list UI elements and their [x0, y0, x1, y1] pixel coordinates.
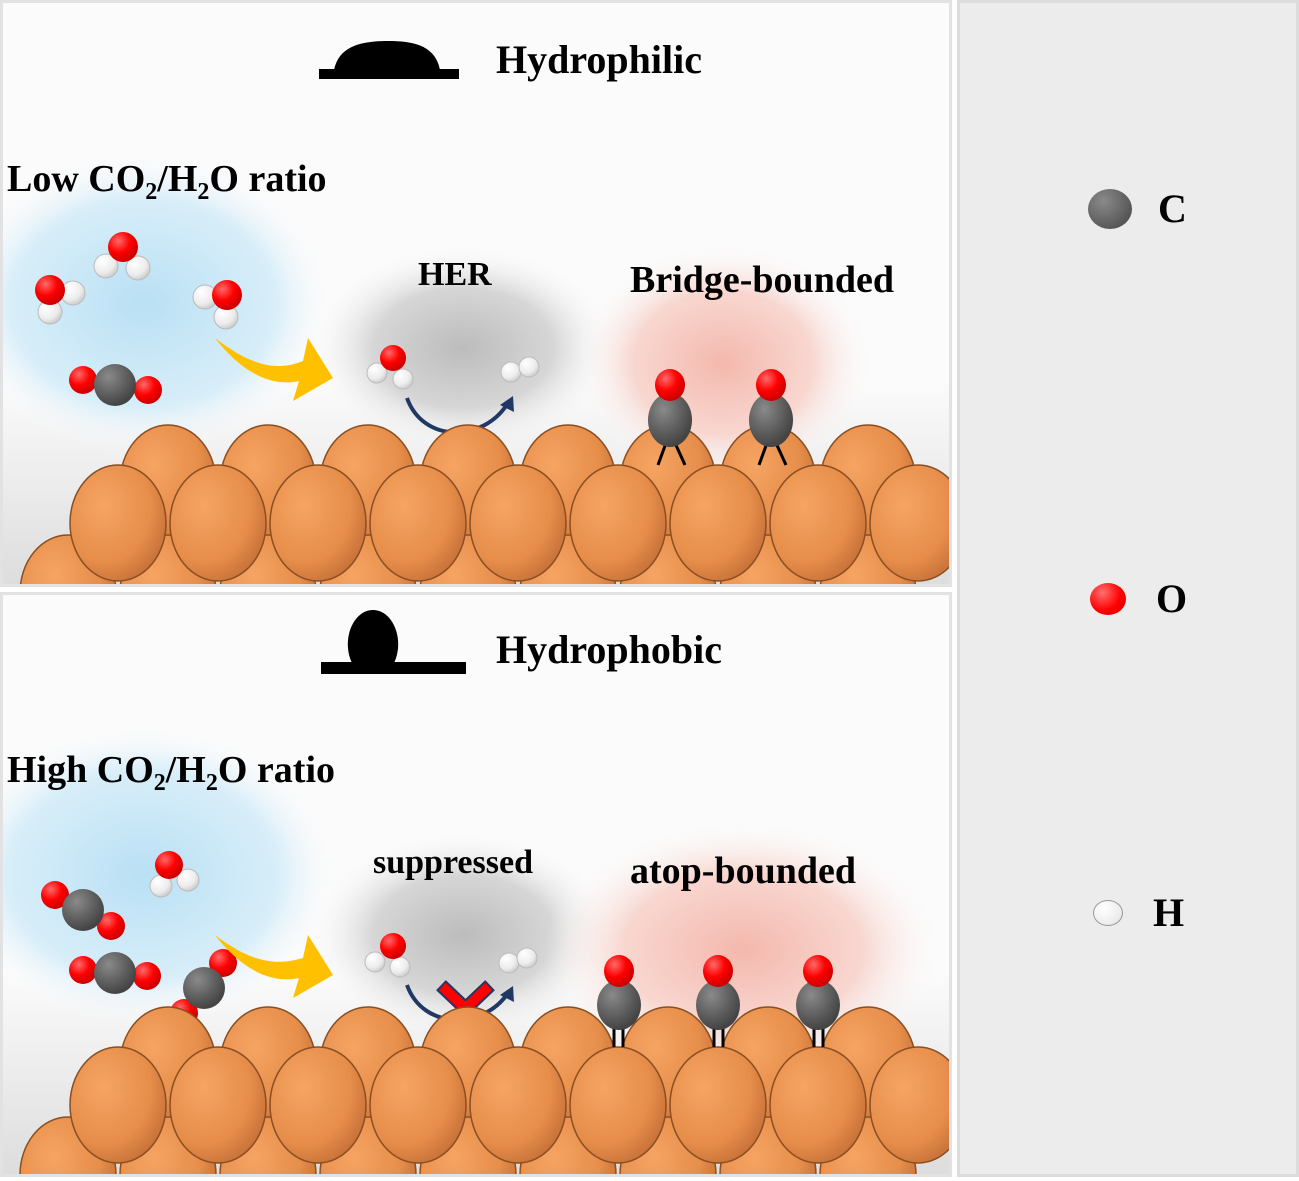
legend-item-carbon: C [1088, 185, 1187, 232]
co-bridge-adsorbate [648, 369, 692, 466]
hydrophobic-scene: Hydrophobic High CO2/H2O ratio suppresse… [3, 610, 949, 1174]
reaction-label: HER [418, 256, 492, 293]
copper-atom [769, 1046, 867, 1164]
legend-panel: C O H [957, 0, 1299, 1177]
adsorption-label: Bridge-bounded [630, 259, 894, 301]
copper-atom [869, 464, 949, 582]
wettability-label: Hydrophilic [496, 37, 702, 82]
h2-molecule-product [500, 356, 540, 383]
adsorption-label: atop-bounded [630, 850, 856, 892]
adsorption-region-glow [573, 243, 873, 483]
panel-hydrophilic: Hydrophilic Low CO2/H2O ratio HE [0, 0, 952, 587]
copper-atom [369, 464, 467, 582]
copper-surface [19, 1006, 949, 1174]
co-atop-adsorbate [796, 955, 840, 1047]
water-molecule [149, 851, 200, 898]
copper-atom [269, 464, 367, 582]
copper-atom [369, 1046, 467, 1164]
copper-atom [269, 1046, 367, 1164]
arrow-head-icon [500, 986, 514, 1002]
arrow-head-icon [500, 396, 514, 412]
water-molecule-reactant [366, 345, 414, 390]
droplet-bead-icon [321, 610, 466, 674]
her-region-glow [313, 835, 613, 1035]
copper-atom [669, 464, 767, 582]
co-bridge-adsorbate [749, 369, 793, 466]
co2-molecule [69, 364, 162, 406]
oxygen-atom-icon [1090, 582, 1126, 615]
copper-atom [669, 1046, 767, 1164]
copper-atom [869, 1046, 949, 1164]
hydrogen-atom-icon [1093, 899, 1123, 926]
water-molecule [93, 232, 151, 281]
copper-atom [769, 464, 867, 582]
co-atop-adsorbate [696, 955, 740, 1047]
reaction-label: suppressed [373, 844, 533, 881]
legend-item-hydrogen: H [1093, 889, 1184, 936]
copper-atom [169, 464, 267, 582]
copper-surface [19, 424, 949, 584]
copper-atom [169, 1046, 267, 1164]
transport-arrow-icon [215, 338, 333, 401]
droplet-spread-icon [319, 41, 459, 79]
legend-item-oxygen: O [1090, 575, 1187, 622]
co2-molecule [41, 881, 125, 940]
h2-molecule-product [498, 947, 538, 974]
ratio-label: Low CO2/H2O ratio [7, 158, 327, 205]
water-molecule [35, 275, 86, 325]
copper-atom [569, 464, 667, 582]
copper-atom [69, 1046, 167, 1164]
hydrophilic-scene: Hydrophilic Low CO2/H2O ratio HE [3, 37, 949, 584]
her-region-glow [313, 248, 613, 448]
ratio-label: High CO2/H2O ratio [7, 749, 335, 796]
co2-molecule [69, 952, 161, 994]
copper-atom [569, 1046, 667, 1164]
legend-label: C [1158, 186, 1187, 231]
copper-atom [469, 1046, 567, 1164]
legend-label: O [1156, 576, 1188, 621]
copper-atom [69, 464, 167, 582]
co-atop-adsorbate [597, 955, 641, 1047]
legend-label: H [1153, 890, 1185, 935]
water-molecule [192, 280, 242, 330]
water-molecule-reactant [364, 933, 411, 978]
transport-arrow-icon [215, 935, 333, 998]
wettability-label: Hydrophobic [496, 627, 722, 672]
panel-hydrophobic: Hydrophobic High CO2/H2O ratio suppresse… [0, 592, 952, 1177]
copper-atom [469, 464, 567, 582]
carbon-atom-icon [1088, 188, 1132, 229]
